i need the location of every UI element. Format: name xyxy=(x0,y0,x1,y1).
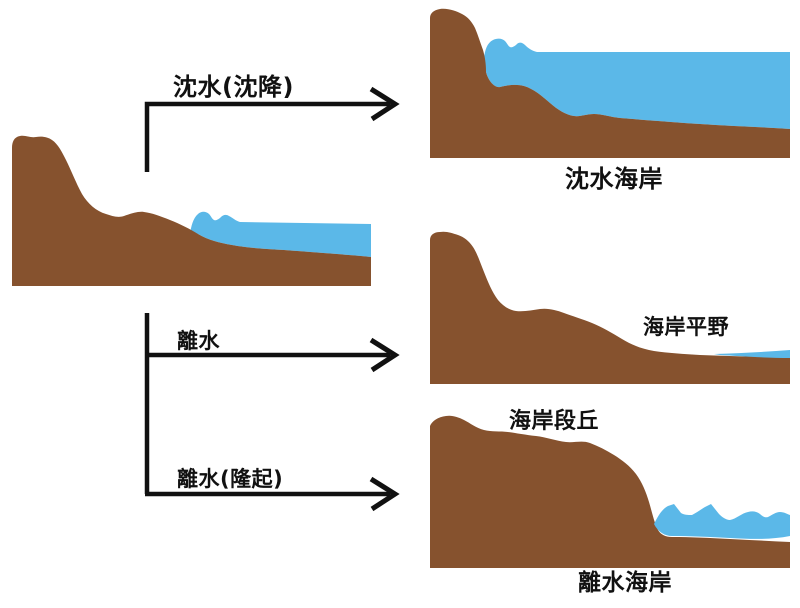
coastal-plain-label: 海岸平野 xyxy=(643,315,729,339)
submergence-arrow-label: 沈水(沈降) xyxy=(173,73,294,101)
submerged-coast-caption: 沈水海岸 xyxy=(565,165,663,193)
emerged-coast-caption: 離水海岸 xyxy=(578,570,672,596)
initial-coast-diagram xyxy=(12,135,371,286)
land-shape xyxy=(430,231,790,384)
sea-water-waves-shape xyxy=(654,504,790,539)
emerged-coast-diagram xyxy=(430,415,790,568)
land-shape xyxy=(12,135,371,286)
land-shape xyxy=(430,8,790,158)
sea-water-shape xyxy=(190,211,371,257)
emergence-arrowhead xyxy=(369,337,400,373)
submergence-arrow xyxy=(144,101,390,172)
submerged-coast-diagram xyxy=(430,8,790,158)
submergence-arrowhead xyxy=(369,86,400,122)
coastal-terrace-label: 海岸段丘 xyxy=(509,409,600,434)
coastal-plain-diagram xyxy=(430,231,790,384)
uplift-arrowhead xyxy=(369,476,400,512)
emergence-arrow-label: 離水 xyxy=(177,329,220,353)
uplift-arrow-label: 離水(隆起) xyxy=(177,467,284,491)
sea-water-shape xyxy=(484,38,790,129)
sea-water-sliver-shape xyxy=(714,350,790,358)
land-shape xyxy=(430,415,790,568)
